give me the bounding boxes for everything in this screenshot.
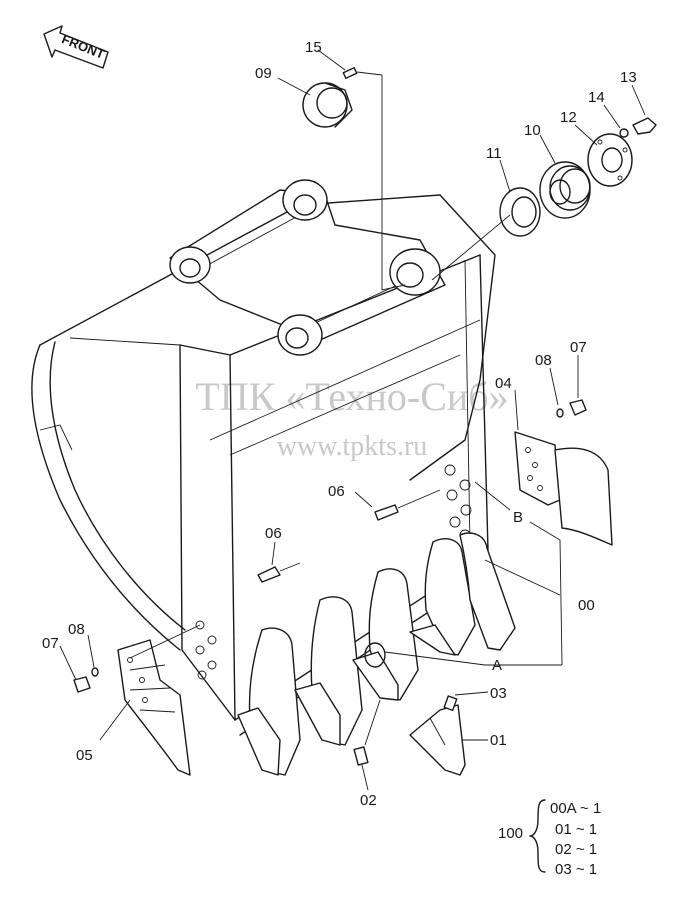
part-05-side-cutter	[117, 639, 191, 776]
callout-B: B	[513, 509, 523, 526]
part-15-pin	[342, 67, 358, 79]
part-06-bolt-left	[257, 562, 301, 583]
bucket-teeth	[237, 532, 516, 776]
callout-07-left: 07	[42, 635, 59, 652]
part-09-bushing	[302, 82, 353, 128]
callout-13: 13	[620, 69, 637, 86]
part-11-seal	[499, 187, 541, 237]
legend-row-3: 03 ~ 1	[555, 861, 597, 878]
part-08-washer-right	[556, 408, 564, 418]
callout-08-right: 08	[535, 352, 552, 369]
callout-02: 02	[360, 792, 377, 809]
part-14-washer	[619, 128, 629, 138]
callout-A: A	[492, 657, 502, 674]
part-03-pin	[443, 695, 458, 712]
leader-lines	[59, 49, 646, 791]
part-12-cover	[587, 133, 633, 187]
callout-04: 04	[495, 375, 512, 392]
callout-07-right: 07	[570, 339, 587, 356]
legend-row-0: 00A ~ 1	[550, 800, 601, 817]
watermark-line1: ТПК «Техно-Сиб»	[195, 374, 508, 419]
left-plate-holes	[195, 620, 217, 680]
part-07-nut-right	[569, 399, 587, 416]
callout-08-left: 08	[68, 621, 85, 638]
callout-05: 05	[76, 747, 93, 764]
watermark-line2: www.tpkts.ru	[277, 431, 428, 462]
part-02-pin	[353, 746, 369, 766]
callout-06-right: 06	[328, 483, 345, 500]
callout-10: 10	[524, 122, 541, 139]
front-arrow-icon: FRONT	[43, 25, 109, 69]
boss-brackets	[169, 179, 446, 356]
part-08-washer-left	[91, 667, 99, 677]
callout-09: 09	[255, 65, 272, 82]
callout-11: 11	[486, 145, 502, 162]
part-10-spring	[539, 161, 591, 219]
part-01-tooth	[409, 704, 466, 776]
legend-row-2: 02 ~ 1	[555, 841, 597, 858]
legend-row-1: 01 ~ 1	[555, 821, 597, 838]
callout-01: 01	[490, 732, 507, 749]
callout-12: 12	[560, 109, 577, 126]
bucket-body	[31, 194, 496, 736]
callout-06-left: 06	[265, 525, 282, 542]
callout-15: 15	[305, 39, 322, 56]
adapter-lock	[364, 642, 386, 668]
part-04-side-cutter	[514, 431, 613, 546]
right-plate-holes	[444, 464, 472, 541]
leader-15	[381, 75, 406, 291]
legend-assembly: 100	[498, 825, 523, 842]
callout-14: 14	[588, 89, 605, 106]
part-13-bolt	[632, 117, 657, 135]
parts-list-legend: 100 00A ~ 1 01 ~ 1 02 ~ 1 03 ~ 1	[498, 799, 601, 878]
callout-03: 03	[490, 685, 507, 702]
part-07-nut-left	[73, 676, 91, 693]
part-06-bolt-right	[374, 489, 441, 521]
callout-00: 00	[578, 597, 595, 614]
